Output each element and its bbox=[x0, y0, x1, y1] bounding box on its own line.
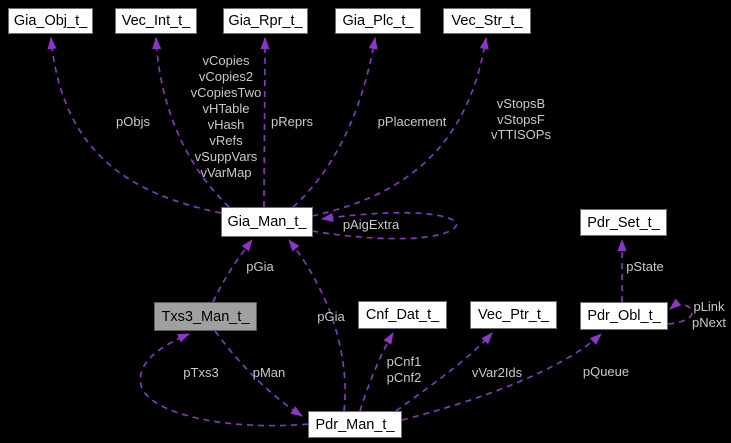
node-txs3-man-t[interactable]: Txs3_Man_t_ bbox=[154, 302, 257, 331]
edge-pdr-obl-self-loop bbox=[667, 298, 693, 325]
node-cnf-dat-t[interactable]: Cnf_Dat_t_ bbox=[358, 301, 447, 329]
edge-gia-man-self-loop bbox=[311, 211, 457, 240]
edge-txs3-to-gia-man bbox=[212, 239, 253, 303]
edge-label-pqueue: pQueue bbox=[582, 364, 630, 379]
edge-label-pman: pMan bbox=[252, 365, 286, 380]
edge-gia-man-to-gia-obj bbox=[47, 37, 222, 214]
edge-txs3-to-pdr-man bbox=[214, 330, 303, 417]
node-pdr-set-t[interactable]: Pdr_Set_t_ bbox=[580, 209, 667, 236]
edge-label-pgia-txs3: pGia bbox=[246, 259, 274, 274]
edge-label-vecint-fields: vCopies vCopies2 vCopiesTwo vHTable vHas… bbox=[190, 53, 262, 180]
edge-label-pstate: pState bbox=[626, 259, 664, 274]
edge-label-ptxs3: pTxs3 bbox=[183, 365, 219, 380]
node-vec-str-t[interactable]: Vec_Str_t_ bbox=[443, 8, 531, 34]
node-gia-rpr-t[interactable]: Gia_Rpr_t_ bbox=[223, 8, 308, 34]
edge-label-plink-pnext: pLink pNext bbox=[692, 299, 726, 330]
edge-label-vecstr-fields: vStopsB vStopsF vTTISOPs bbox=[491, 96, 551, 142]
edge-gia-man-to-vec-str bbox=[311, 37, 489, 217]
edge-label-pgia-pdrman: pGia bbox=[317, 309, 345, 324]
node-gia-man-t[interactable]: Gia_Man_t_ bbox=[221, 207, 313, 237]
edge-label-pobjs: pObjs bbox=[116, 114, 150, 129]
node-vec-int-t[interactable]: Vec_Int_t_ bbox=[115, 8, 197, 34]
node-gia-plc-t[interactable]: Gia_Plc_t_ bbox=[335, 8, 421, 34]
edge-pdr-man-to-vec-ptr bbox=[395, 332, 493, 412]
edge-label-vvar2ids: vVar2Ids bbox=[471, 365, 523, 380]
edge-pdr-man-to-gia-man bbox=[288, 239, 346, 412]
node-pdr-man-t[interactable]: Pdr_Man_t_ bbox=[308, 411, 402, 438]
edge-label-pplacement: pPlacement bbox=[377, 114, 447, 129]
node-gia-obj-t[interactable]: Gia_Obj_t_ bbox=[8, 8, 93, 34]
edge-label-preprs: pReprs bbox=[271, 114, 313, 129]
node-vec-ptr-t[interactable]: Vec_Ptr_t_ bbox=[470, 301, 557, 329]
edge-label-pcnf: pCnf1 pCnf2 bbox=[386, 354, 422, 385]
node-pdr-obl-t[interactable]: Pdr_Obl_t_ bbox=[580, 302, 668, 330]
edge-label-paigextra: pAigExtra bbox=[342, 217, 400, 232]
edge-pdr-man-to-txs3 bbox=[139, 333, 309, 427]
